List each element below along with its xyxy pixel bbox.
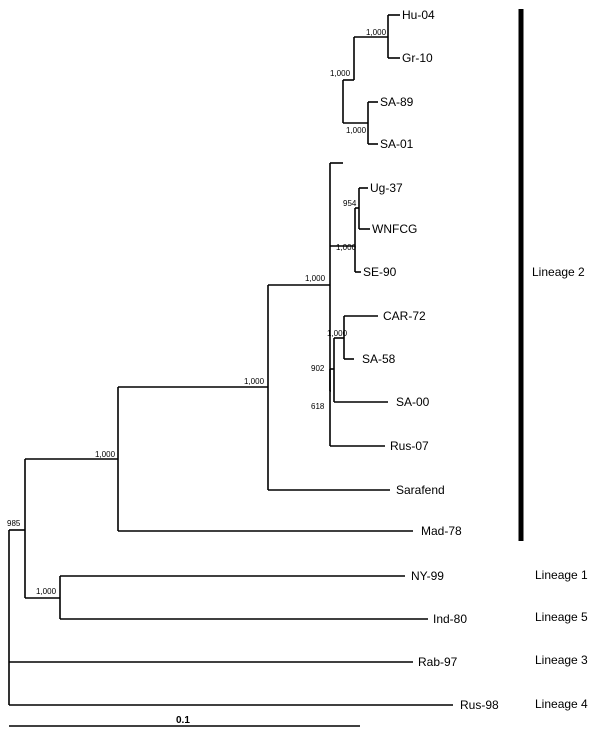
taxon-sa01: SA-01 xyxy=(380,137,414,151)
tree-branches xyxy=(8,14,453,706)
lineage-4-label: Lineage 4 xyxy=(535,697,588,711)
taxon-ny99: NY-99 xyxy=(411,569,444,583)
bootstrap-mad-node: 1,000 xyxy=(95,450,116,459)
bootstrap-sa89-sa01: 1,000 xyxy=(346,126,367,135)
bootstrap-values: 1,000 1,000 1,000 954 1,000 1,000 1,000 … xyxy=(7,28,387,596)
bootstrap-sarafend-node: 1,000 xyxy=(244,377,265,386)
bootstrap-root: 985 xyxy=(7,519,21,528)
taxon-sa00: SA-00 xyxy=(396,395,430,409)
bootstrap-lineage2-core: 1,000 xyxy=(305,274,326,283)
bootstrap-car-sa58: 1,000 xyxy=(327,329,348,338)
lineage-labels: Lineage 2 Lineage 1 Lineage 5 Lineage 3 … xyxy=(532,265,588,711)
taxon-hu04: Hu-04 xyxy=(402,8,435,22)
taxon-wnfcg: WNFCG xyxy=(372,222,417,236)
taxon-sa58: SA-58 xyxy=(362,352,396,366)
lineage-2-label: Lineage 2 xyxy=(532,265,585,279)
taxon-rus07: Rus-07 xyxy=(390,439,429,453)
lineage-3-label: Lineage 3 xyxy=(535,653,588,667)
taxon-car72: CAR-72 xyxy=(383,309,426,323)
taxon-rus98: Rus-98 xyxy=(460,698,499,712)
taxon-ug37: Ug-37 xyxy=(370,181,403,195)
bootstrap-hu-gr: 1,000 xyxy=(366,28,387,37)
lineage-1-label: Lineage 1 xyxy=(535,568,588,582)
bootstrap-hu-gr-sa: 1,000 xyxy=(330,69,351,78)
taxon-sa89: SA-89 xyxy=(380,95,414,109)
bootstrap-ny-ind: 1,000 xyxy=(36,587,57,596)
taxon-se90: SE-90 xyxy=(363,265,397,279)
taxon-mad78: Mad-78 xyxy=(421,524,462,538)
lineage-5-label: Lineage 5 xyxy=(535,610,588,624)
scale-bar-label: 0.1 xyxy=(176,715,190,726)
taxon-gr10: Gr-10 xyxy=(402,51,433,65)
bootstrap-ug-wnfcg: 954 xyxy=(343,199,357,208)
taxon-ind80: Ind-80 xyxy=(433,612,467,626)
taxon-sarafend: Sarafend xyxy=(396,483,445,497)
bootstrap-ug-se: 1,000 xyxy=(336,243,357,252)
taxon-labels: Hu-04 Gr-10 SA-89 SA-01 Ug-37 WNFCG SE-9… xyxy=(362,8,499,712)
bootstrap-car-sa00: 902 xyxy=(311,364,325,373)
taxon-rab97: Rab-97 xyxy=(418,655,458,669)
bootstrap-car-rus07: 618 xyxy=(311,402,325,411)
